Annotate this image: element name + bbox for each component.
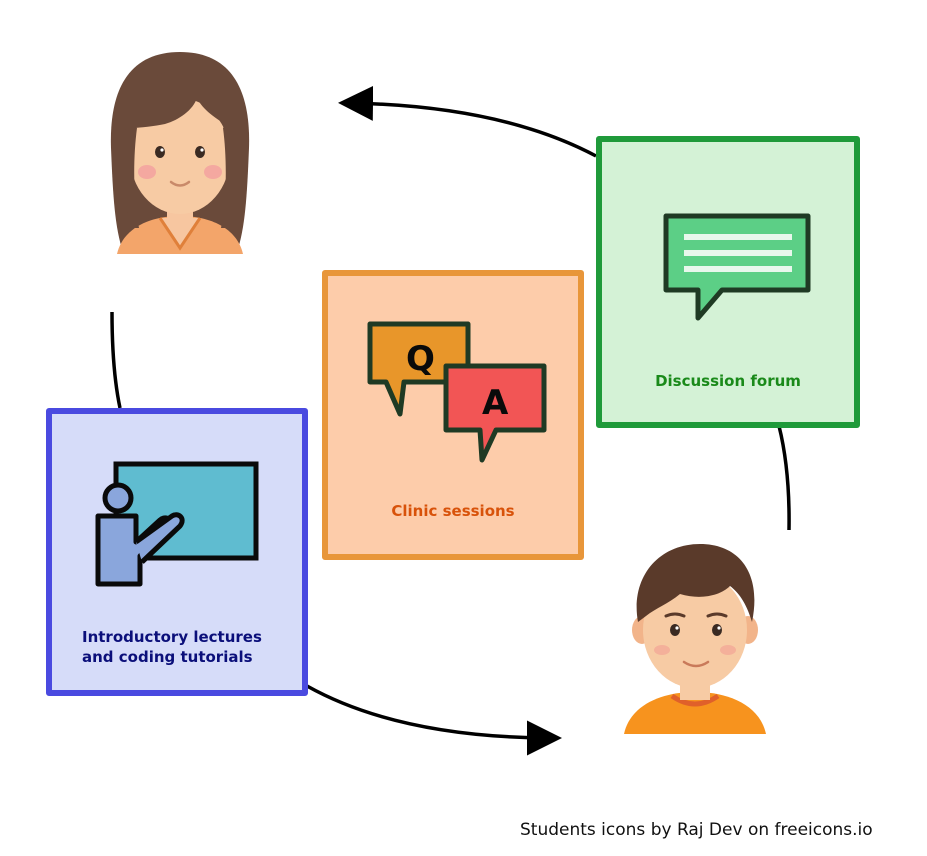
forum-box: Discussion forum: [596, 136, 860, 428]
lectures-box: Introductory lectures and coding tutoria…: [46, 408, 308, 696]
arrow-lectures-to-boy: [306, 684, 562, 756]
arrow-forum-to-girl: [338, 85, 597, 158]
clinic-label: Clinic sessions: [391, 502, 515, 520]
connector-boy-to-forum: [777, 425, 791, 531]
forum-label: Discussion forum: [655, 372, 801, 390]
clinic-box: Q A Clinic sessions: [322, 270, 584, 560]
girl-student-icon: [110, 52, 250, 254]
credit-text: Students icons by Raj Dev on freeicons.i…: [520, 820, 873, 840]
speech-bubble-icon: [663, 213, 811, 321]
boy-student-icon: [624, 544, 766, 734]
a-letter: A: [482, 383, 509, 423]
lectures-label-line1: Introductory lectures: [82, 628, 262, 646]
teacher-board-icon: [95, 461, 259, 587]
lectures-label-line2: and coding tutorials: [82, 648, 253, 666]
connector-girl-to-lectures: [110, 311, 122, 409]
q-letter: Q: [406, 339, 435, 379]
qa-chat-icon: Q A: [367, 321, 547, 463]
